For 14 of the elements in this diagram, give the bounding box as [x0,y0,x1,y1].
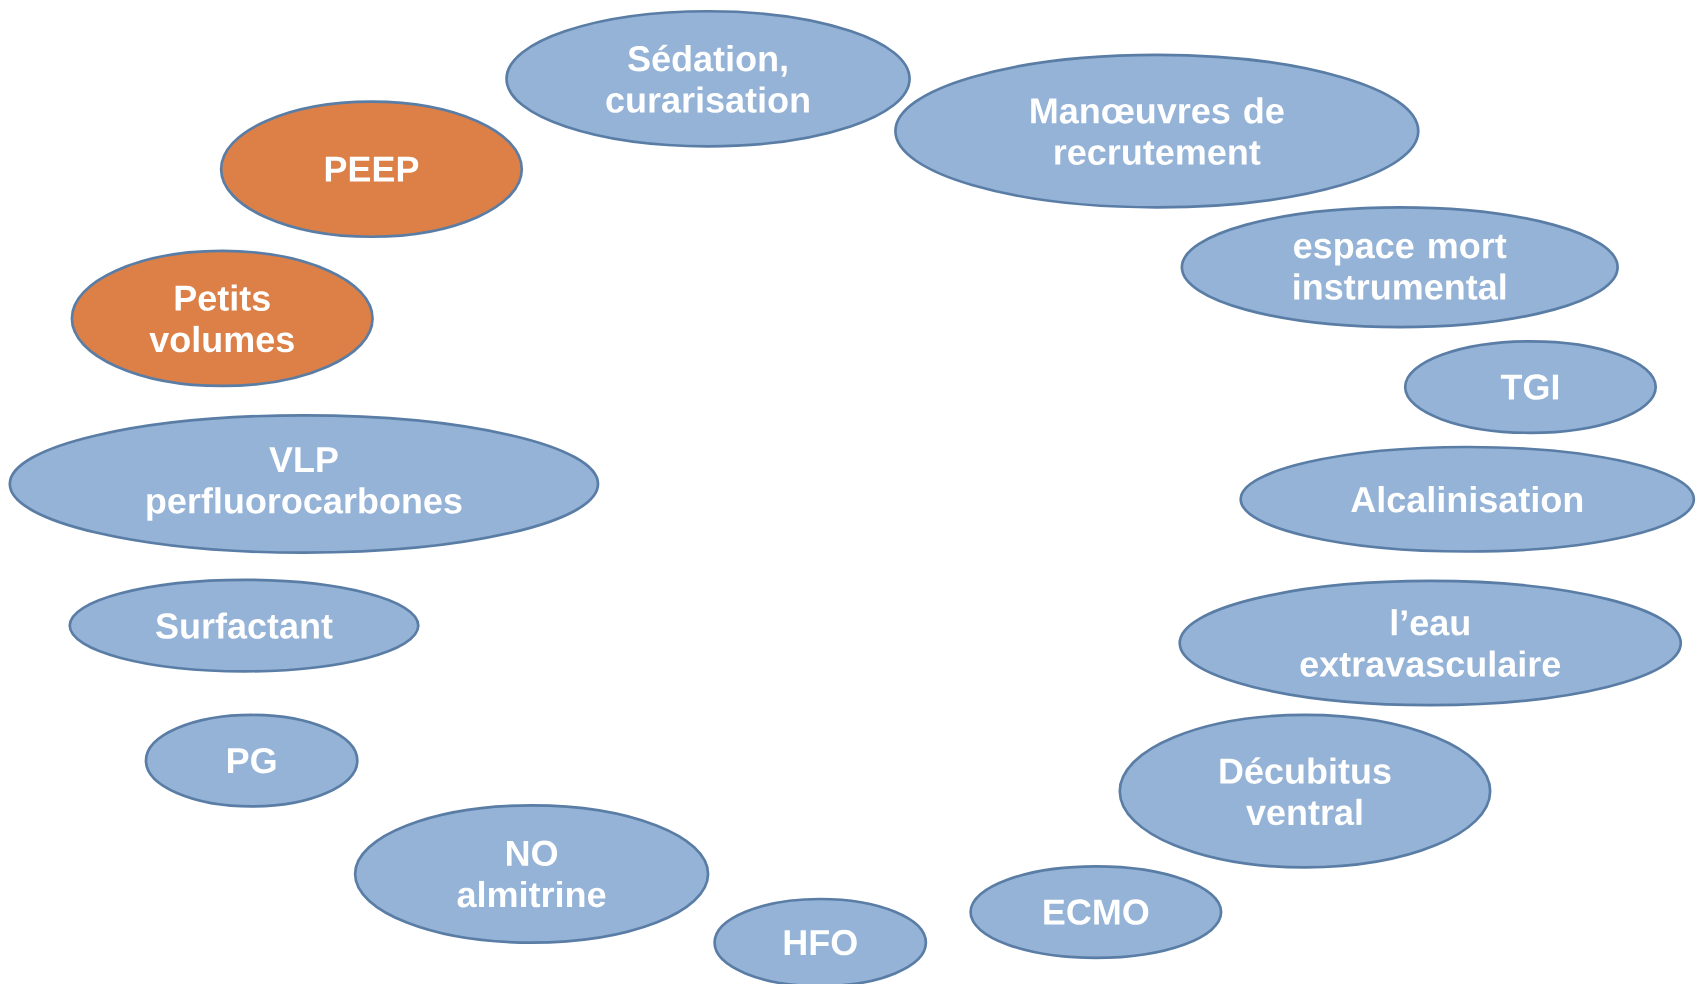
ellipse-node: PG [144,713,359,808]
ellipse-node: NO almitrine [353,804,710,944]
ellipse-node: ECMO [969,865,1223,960]
ellipse-node: TGI [1403,339,1658,435]
ellipse-node: PEEP [219,100,524,239]
ellipse-node: espace mort instrumental [1180,206,1619,329]
ellipse-node: VLP perfluorocarbones [8,414,600,554]
ellipse-node: Sédation, curarisation [505,9,911,148]
ellipse-node: Petits volumes [70,249,374,388]
ellipse-node: Manœuvres de recrutement [894,53,1420,209]
ellipse-node: l’eau extravasculaire [1178,579,1683,707]
ellipse-node: HFO [713,897,928,984]
ellipse-node: Alcalinisation [1239,445,1696,553]
ellipse-node: Surfactant [68,578,420,673]
